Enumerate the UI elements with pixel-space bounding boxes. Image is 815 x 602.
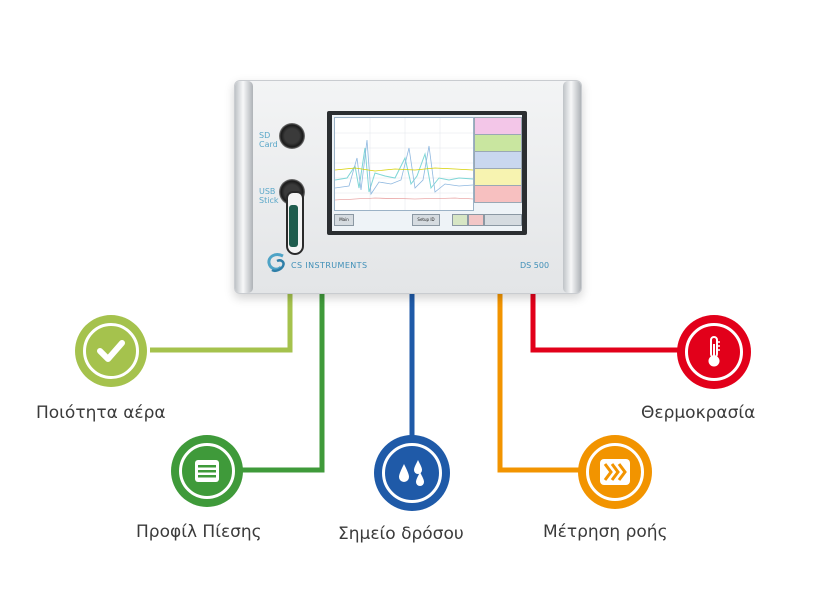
screen-channel-panel <box>474 117 522 209</box>
temperature-circle <box>677 315 751 389</box>
screen-datetime <box>484 214 522 226</box>
dew-point-circle <box>374 435 450 511</box>
air-quality-circle <box>75 315 147 387</box>
flow-chevrons-icon <box>600 459 630 485</box>
screen-graph <box>334 117 474 211</box>
flow-measurement-label: Μέτρηση ροής <box>543 522 668 542</box>
screen-main-button[interactable]: Main <box>334 214 354 226</box>
line-air-quality <box>150 290 293 353</box>
touch-screen[interactable]: Main Setup ID <box>332 115 522 231</box>
water-drops-icon <box>399 460 424 486</box>
line-pressure-profile <box>240 290 325 473</box>
channel-tile[interactable] <box>474 134 522 152</box>
screen-setup-button[interactable]: Setup ID <box>412 214 440 226</box>
thermometer-icon <box>708 336 720 367</box>
checkmark-icon <box>97 340 125 362</box>
channel-tile[interactable] <box>474 168 522 186</box>
temperature-label: Θερμοκρασία <box>641 403 756 423</box>
channel-tile[interactable] <box>474 151 522 169</box>
channel-tile[interactable] <box>474 117 522 135</box>
sd-card-slot[interactable] <box>279 123 305 149</box>
brand-name: CS INSTRUMENTS <box>291 261 368 270</box>
cs-logo-icon <box>267 253 285 273</box>
list-icon <box>195 460 219 482</box>
pressure-profile-circle <box>171 435 243 507</box>
dew-point-label: Σημείο δρόσου <box>338 524 464 544</box>
model-name: DS 500 <box>520 261 550 270</box>
line-temperature <box>530 290 680 353</box>
device-left-handle <box>235 81 253 293</box>
pressure-profile-label: Προφίλ Πίεσης <box>136 522 262 542</box>
device-right-handle <box>563 81 581 293</box>
screen-alarm-button[interactable] <box>468 214 484 226</box>
screen-status-button[interactable] <box>452 214 468 226</box>
line-flow-measurement <box>497 290 580 473</box>
flow-measurement-circle <box>578 435 652 509</box>
usb-stick-band <box>289 205 298 247</box>
channel-tile[interactable] <box>474 185 522 203</box>
air-quality-label: Ποιότητα αέρα <box>36 403 166 423</box>
screen-button-row: Main Setup ID <box>334 212 522 228</box>
